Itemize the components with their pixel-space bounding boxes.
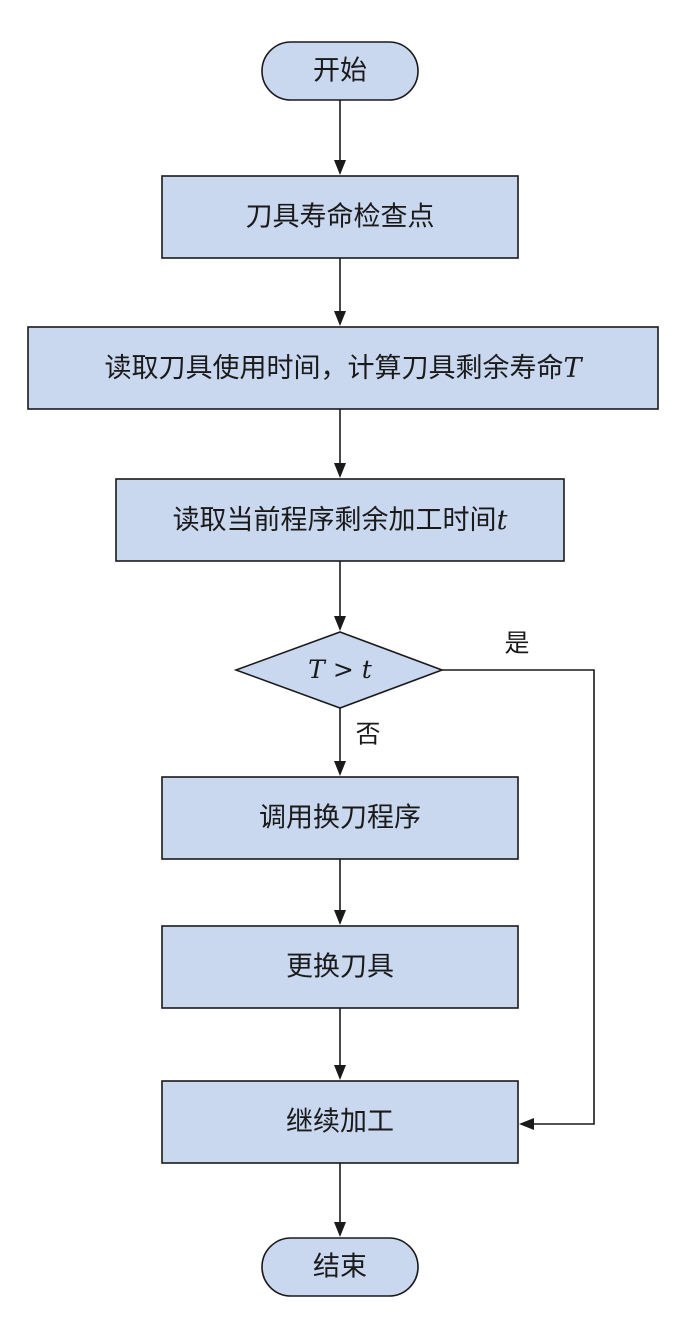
arrowhead-decision <box>334 616 346 631</box>
check-point-label: 刀具寿命检查点 <box>246 202 435 233</box>
check-point-node: 刀具寿命检查点 <box>161 175 519 259</box>
continue-node: 继续加工 <box>161 1080 519 1164</box>
decision-node: T> t <box>233 631 445 709</box>
arrowhead-end <box>334 1222 346 1237</box>
calc-life-prefix: 读取刀具使用时间，计算刀具剩余寿命 <box>104 353 563 384</box>
arrowhead-calc <box>334 311 346 326</box>
decision-label: T> t <box>308 655 373 684</box>
arrowhead-continue <box>334 1065 346 1080</box>
read-time-prefix: 读取当前程序剩余加工时间 <box>173 505 497 536</box>
arrowhead-yes <box>519 1118 534 1130</box>
decision-op: > <box>333 655 354 684</box>
edge-yes-branch <box>442 669 595 1125</box>
arrowhead-replace <box>334 910 346 925</box>
read-time-label: 读取当前程序剩余加工时间t <box>173 505 508 536</box>
yes-label: 是 <box>504 629 529 658</box>
call-program-label: 调用换刀程序 <box>259 803 421 834</box>
start-label: 开始 <box>313 56 367 87</box>
calc-life-node: 读取刀具使用时间，计算刀具剩余寿命T <box>27 326 659 410</box>
start-node: 开始 <box>261 41 419 101</box>
decision-left: T <box>308 655 327 684</box>
read-time-node: 读取当前程序剩余加工时间t <box>115 478 565 562</box>
read-time-var: t <box>497 505 508 536</box>
arrowhead-check <box>334 160 346 175</box>
calc-life-label: 读取刀具使用时间，计算刀具剩余寿命T <box>104 353 583 384</box>
replace-tool-node: 更换刀具 <box>161 925 519 1009</box>
arrowhead-read <box>334 463 346 478</box>
decision-right: t <box>362 655 373 684</box>
no-label: 否 <box>355 720 380 749</box>
arrowhead-no <box>334 761 346 776</box>
call-program-node: 调用换刀程序 <box>161 776 519 860</box>
continue-label: 继续加工 <box>286 1107 394 1138</box>
end-label: 结束 <box>313 1252 367 1283</box>
replace-tool-label: 更换刀具 <box>286 952 394 983</box>
end-node: 结束 <box>261 1237 419 1297</box>
calc-life-var: T <box>563 353 583 384</box>
